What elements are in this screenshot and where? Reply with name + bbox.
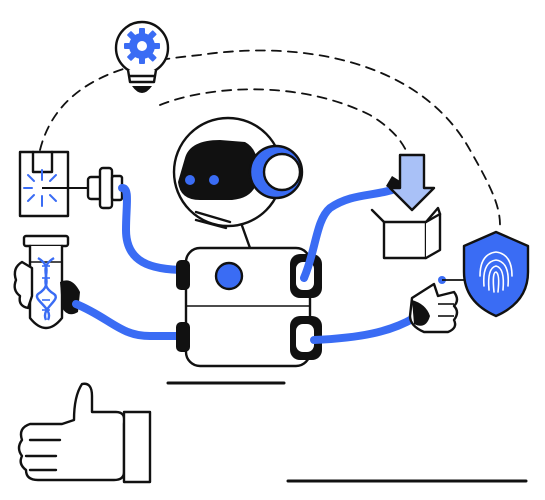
laser-panel-icon [18,150,124,218]
lightbulb-gear-icon [114,20,170,93]
cable-hand [310,314,418,344]
cable-box [300,186,396,282]
robot-head-icon [172,116,304,250]
dashed-connection-arc-inner [159,88,411,161]
fingerprint-icon [479,251,513,293]
cable-tube [72,300,190,340]
robot-body-icon [176,246,322,368]
fingerprint-shield-icon [462,230,530,318]
download-box-icon [370,153,442,260]
thumbs-up-icon [17,382,152,484]
cable-laser [118,184,190,274]
test-tube-dna-icon [13,234,80,330]
robot-hand-icon [408,276,468,334]
dashed-connection-arc [39,49,501,226]
gear-icon [124,28,160,64]
dna-icon [35,256,57,321]
